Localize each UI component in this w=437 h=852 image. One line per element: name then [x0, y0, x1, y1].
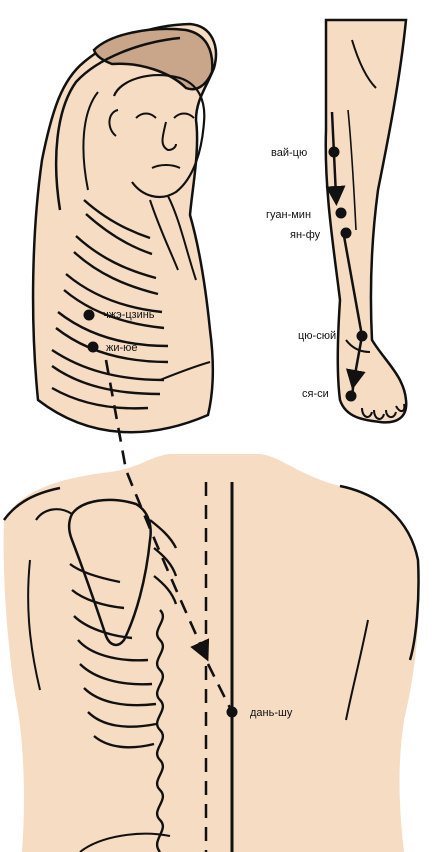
abdomen-line	[159, 361, 211, 381]
connection-to-point	[206, 663, 232, 709]
chest-line	[149, 199, 179, 271]
hair	[92, 27, 214, 91]
leg-skin	[324, 18, 408, 424]
point-tsyu-syuy	[356, 330, 368, 342]
forearm-line	[82, 91, 99, 191]
point-labels: вай-цю гуан-мин ян-фу цю-сюй ся-си чжэ-ц…	[103, 147, 336, 719]
knee-line	[351, 39, 377, 89]
left-side-line	[27, 559, 41, 691]
right-eye	[173, 112, 195, 119]
connection-dashed-arrow	[104, 359, 210, 662]
back-figure	[2, 454, 420, 852]
label-guan-min: гуан-мин	[266, 209, 311, 221]
back-left-outline	[2, 486, 61, 521]
point-guan-min	[335, 207, 347, 219]
back-skin	[3, 454, 420, 852]
label-vai-tsyu: вай-цю	[271, 147, 307, 159]
nose	[161, 121, 177, 152]
leg-meridian-mid	[342, 235, 364, 337]
point-vai-tsyu	[328, 146, 340, 158]
spine	[155, 609, 165, 852]
point-yan-fu	[340, 227, 352, 239]
hip-line	[79, 832, 171, 852]
shoulder-line	[35, 508, 73, 521]
ankle-line	[345, 339, 371, 353]
right-side-line	[345, 619, 369, 721]
shin-line	[347, 109, 357, 231]
toes	[361, 403, 406, 420]
label-zhi-yue: жи-юе	[106, 342, 138, 354]
leg-meridian-lower	[345, 335, 366, 390]
label-sya-si: ся-си	[302, 388, 329, 400]
label-yan-fu: ян-фу	[290, 229, 321, 241]
label-tsyu-syuy: цю-сюй	[298, 330, 336, 342]
back-ribs	[69, 519, 178, 749]
label-chzhe-tszin: чжэ-цзинь	[103, 309, 155, 321]
leg-figure	[324, 18, 408, 424]
left-eye	[135, 112, 157, 119]
back-right-outline	[339, 484, 420, 661]
point-zhi-yue	[87, 341, 99, 353]
point-chzhe-tszin	[83, 309, 95, 321]
label-dan-shu: дань-шу	[250, 707, 293, 719]
point-dan-shu	[226, 706, 238, 718]
upper-figure	[31, 22, 218, 434]
mouth	[151, 164, 181, 169]
acupuncture-points	[83, 146, 368, 718]
face-outline	[112, 74, 206, 199]
scapula	[67, 498, 152, 647]
neck-line	[167, 195, 197, 281]
upper-ribs	[51, 199, 169, 410]
ear	[108, 109, 119, 137]
point-sya-si	[345, 390, 357, 402]
raised-arm	[54, 36, 181, 211]
